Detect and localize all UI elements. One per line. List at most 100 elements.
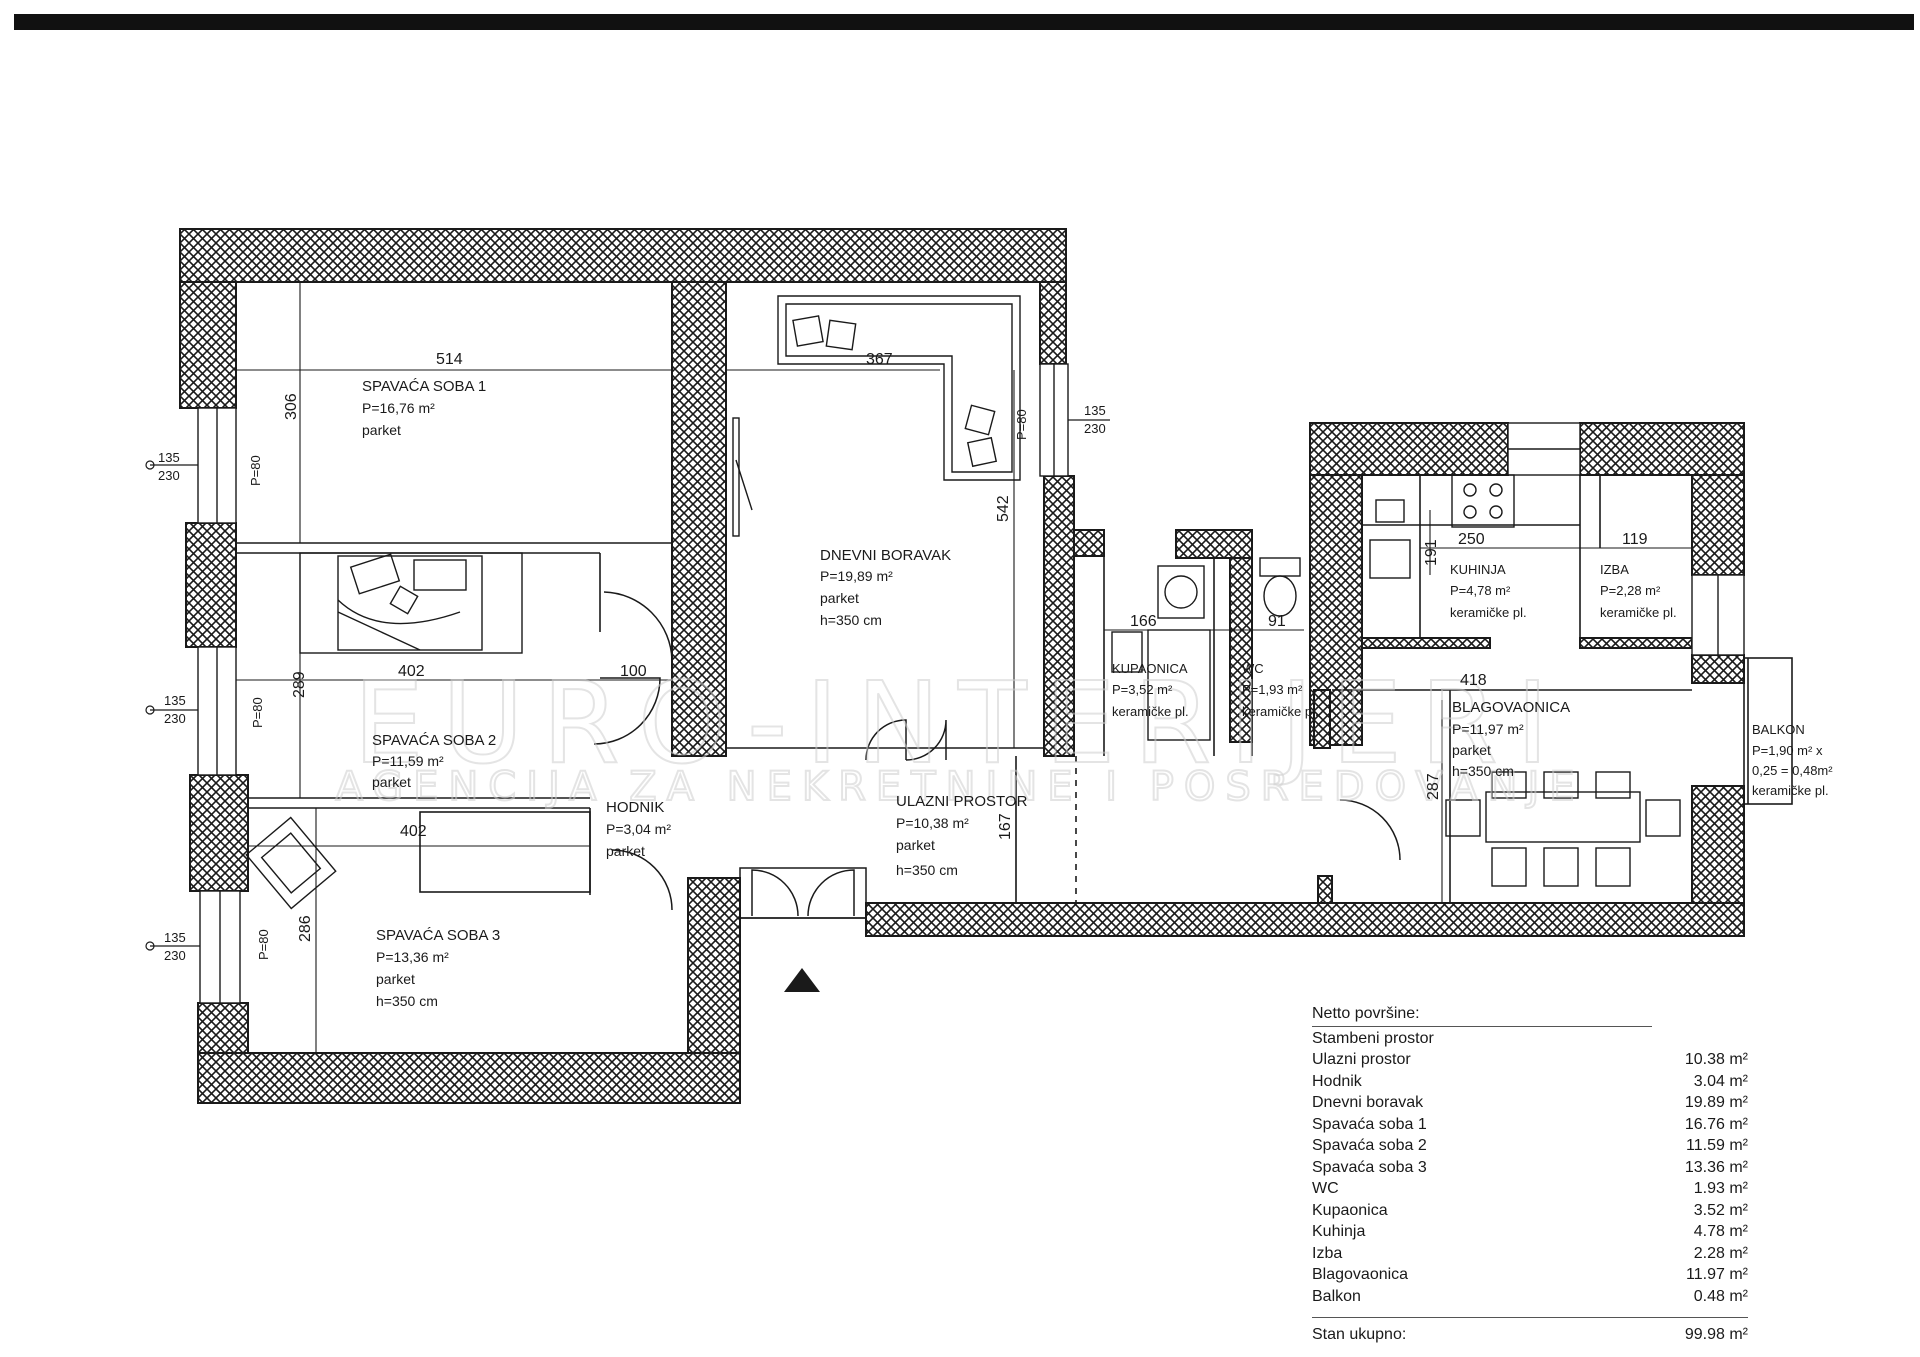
legend-row-name: Spavaća soba 1 <box>1312 1115 1427 1133</box>
watermark-title: EURO-INTERIJERI <box>353 659 1567 789</box>
watermark: EURO-INTERIJERI AGENCIJA ZA NEKRETNINE I… <box>334 658 1575 811</box>
room-floor: parket <box>820 590 859 606</box>
room-area: P=3,52 m² <box>1112 682 1173 697</box>
room-kupaonica: KUPAONICA P=3,52 m² keramičke pl. <box>1112 661 1189 719</box>
room-area: P=11,59 m² <box>372 753 444 769</box>
window-1-bottom: 230 <box>158 468 180 483</box>
window-4-top: 135 <box>1084 403 1106 418</box>
stove-icon <box>1451 474 1515 528</box>
dimension-lines <box>236 282 1692 1053</box>
room-floor: keramičke pl. <box>1752 783 1829 798</box>
room-dnevni-boravak: DNEVNI BORAVAK P=19,89 m² parket h=350 c… <box>820 547 951 628</box>
room-name: ULAZNI PROSTOR <box>896 793 1028 810</box>
legend-row: Dnevni boravak 19.89 m² <box>1312 1092 1748 1114</box>
legend-row-value: 10.38 m² <box>1684 1051 1748 1068</box>
scan-top-border <box>14 14 1914 30</box>
tv-icon <box>732 417 753 537</box>
legend-row-value: 11.97 m² <box>1686 1266 1748 1283</box>
legend-row-value: 19.89 m² <box>1684 1094 1748 1111</box>
room-izba: IZBA P=2,28 m² keramičke pl. <box>1600 562 1677 620</box>
washing-machine-icon <box>1157 565 1205 619</box>
legend-total: Stan ukupno: 99.98 m² <box>1312 1317 1748 1346</box>
room-area: P=13,36 m² <box>376 949 449 965</box>
room-name: WC <box>1242 661 1264 676</box>
sink-icon <box>1111 631 1143 673</box>
room-name: BLAGOVAONICA <box>1452 699 1570 716</box>
window-3-top: 135 <box>164 930 186 945</box>
window-2-top: 135 <box>164 693 186 708</box>
dim-167: 167 <box>997 813 1014 840</box>
legend-row-name: Spavaća soba 3 <box>1312 1158 1427 1176</box>
legend-row-name: Balkon <box>1312 1287 1361 1305</box>
legend-row-name: Hodnik <box>1312 1072 1362 1090</box>
room-spavaca-soba-2: SPAVAĆA SOBA 2 P=11,59 m² parket <box>372 732 496 790</box>
legend-total-label: Stan ukupno: <box>1312 1326 1407 1343</box>
dim-514: 514 <box>436 351 463 368</box>
dim-402-sp2: 402 <box>398 663 425 680</box>
legend-total-value: 99.98 m² <box>1684 1326 1748 1343</box>
room-name: SPAVAĆA SOBA 1 <box>362 378 486 395</box>
legend-row: Ulazni prostor 10.38 m² <box>1312 1049 1748 1071</box>
window-labels: 135 230 135 230 135 230 135 230 <box>158 403 1106 963</box>
room-floor: parket <box>372 774 411 790</box>
dim-p80-dnevni: P=80 <box>1014 409 1029 440</box>
room-area: P=4,78 m² <box>1450 583 1511 598</box>
legend-row-name: Dnevni boravak <box>1312 1094 1424 1111</box>
window-3-bottom: 230 <box>164 948 186 963</box>
dim-306: 306 <box>283 393 300 420</box>
room-name: KUHINJA <box>1450 562 1506 577</box>
legend-row-value: 16.76 m² <box>1684 1115 1748 1133</box>
dim-91: 91 <box>1268 613 1286 630</box>
legend-row-value: 13.36 m² <box>1684 1158 1748 1176</box>
room-floor: keramičke pl. <box>1600 605 1677 620</box>
window-1-top: 135 <box>158 450 180 465</box>
room-area: P=10,38 m² <box>896 815 969 831</box>
legend-row-value: 1.93 m² <box>1693 1180 1748 1197</box>
legend-row-name: Kuhinja <box>1312 1223 1366 1240</box>
legend-section: Stambeni prostor <box>1312 1029 1434 1047</box>
legend-row-value: 4.78 m² <box>1693 1223 1748 1240</box>
dim-289: 289 <box>291 671 308 698</box>
legend-row-name: WC <box>1312 1180 1339 1197</box>
toilet-icon <box>1259 557 1301 617</box>
room-floor: parket <box>1452 742 1491 758</box>
legend-row: WC 1.93 m² <box>1312 1178 1748 1200</box>
room-balkon: BALKON P=1,90 m² x 0,25 = 0,48m² keramič… <box>1752 722 1833 798</box>
kitchen-sink-icon <box>1369 499 1411 579</box>
sofa-icon <box>777 295 1021 481</box>
legend-row-value: 11.59 m² <box>1686 1137 1748 1154</box>
legend-title: Netto površine: <box>1312 1003 1652 1027</box>
dim-166: 166 <box>1130 613 1157 630</box>
room-spavaca-soba-1: SPAVAĆA SOBA 1 P=16,76 m² parket <box>362 378 486 438</box>
room-calc: 0,25 = 0,48m² <box>1752 763 1833 778</box>
legend-row: Spavaća soba 3 13.36 m² <box>1312 1157 1748 1179</box>
room-floor: parket <box>376 971 415 987</box>
room-area: P=1,93 m² <box>1242 682 1303 697</box>
room-name: SPAVAĆA SOBA 3 <box>376 927 500 944</box>
room-floor: parket <box>606 843 645 859</box>
entrance-door <box>593 591 1401 919</box>
dim-p80-sp3: P=80 <box>256 929 271 960</box>
dim-418: 418 <box>1460 672 1487 689</box>
window-4-bottom: 230 <box>1084 421 1106 436</box>
dim-119: 119 <box>1622 531 1648 548</box>
room-kuhinja: KUHINJA P=4,78 m² keramičke pl. <box>1450 562 1527 620</box>
room-ulazni-prostor: ULAZNI PROSTOR P=10,38 m² parket h=350 c… <box>896 793 1028 878</box>
legend-row: Kuhinja 4.78 m² <box>1312 1221 1748 1243</box>
legend-row-name: Ulazni prostor <box>1312 1051 1411 1068</box>
bed-icon <box>299 552 523 654</box>
armchair-icon <box>245 816 337 910</box>
dim-286: 286 <box>297 915 314 942</box>
room-name: DNEVNI BORAVAK <box>820 547 951 564</box>
room-height: h=350 cm <box>376 993 438 1009</box>
room-floor: parket <box>896 837 935 853</box>
room-name: KUPAONICA <box>1112 661 1188 676</box>
room-area: P=2,28 m² <box>1600 583 1661 598</box>
room-area: P=1,90 m² x <box>1752 743 1823 758</box>
room-height: h=350 cm <box>1452 763 1514 779</box>
